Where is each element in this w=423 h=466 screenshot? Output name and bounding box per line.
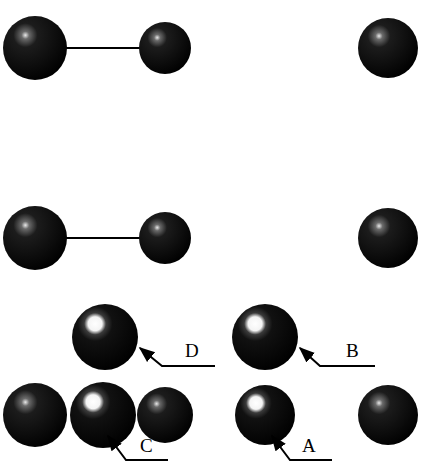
large-atom xyxy=(3,206,67,270)
callout-letter: D xyxy=(185,341,199,361)
small-atom xyxy=(137,387,193,443)
large-atom xyxy=(3,16,67,80)
callout-letter: B xyxy=(346,341,359,361)
bond-line xyxy=(60,237,145,239)
highlighted-atom xyxy=(232,304,298,370)
large-atom xyxy=(3,383,67,447)
large-atom xyxy=(358,208,418,268)
leader-line xyxy=(108,436,168,460)
leader-line xyxy=(300,348,375,366)
callout-letter: A xyxy=(302,436,316,456)
highlighted-atom xyxy=(235,385,295,445)
large-atom xyxy=(358,18,418,78)
large-atom xyxy=(358,385,418,445)
small-atom xyxy=(139,212,191,264)
leader-line xyxy=(140,348,215,366)
highlighted-atom xyxy=(72,304,138,370)
callout-letter: C xyxy=(140,436,153,456)
bond-line xyxy=(60,47,145,49)
small-atom xyxy=(139,22,191,74)
highlighted-atom xyxy=(70,382,136,448)
leader-line xyxy=(272,436,332,460)
